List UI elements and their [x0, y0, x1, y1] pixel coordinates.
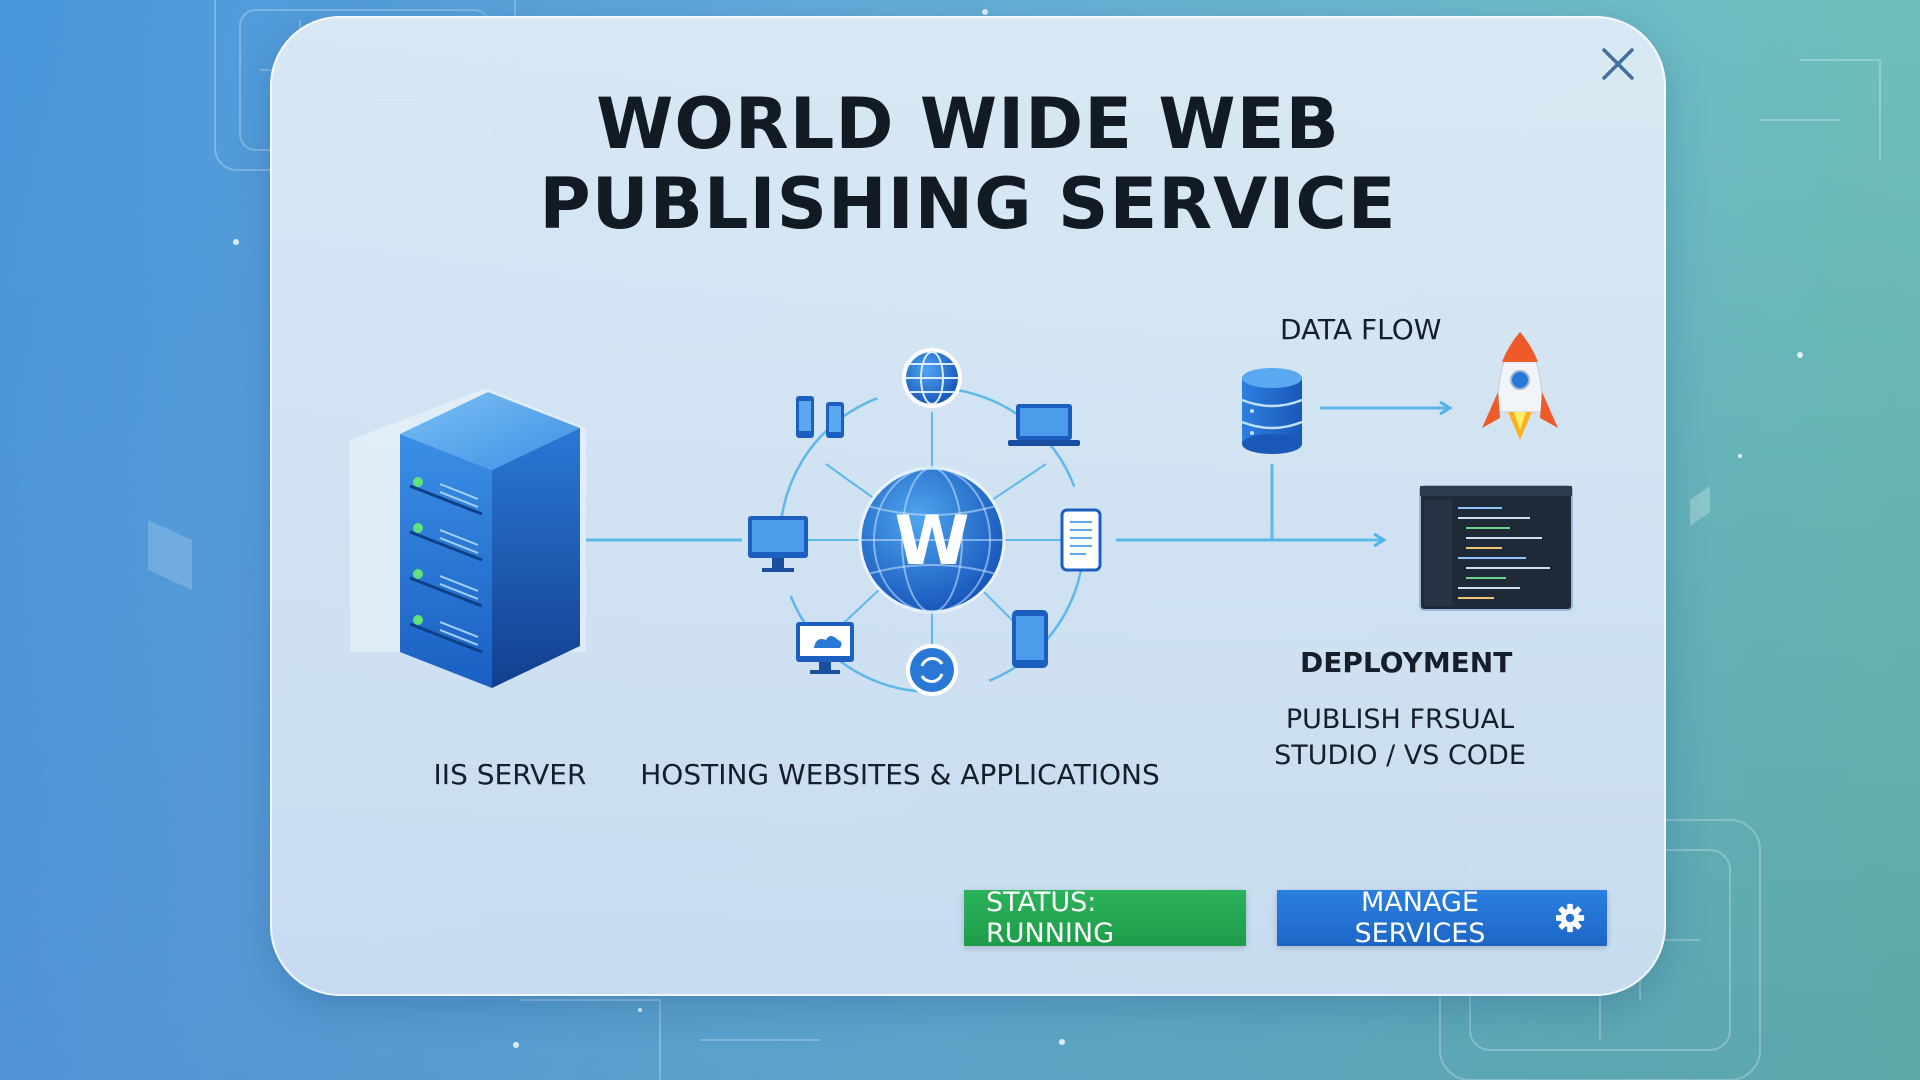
hub-letter: W	[894, 502, 969, 581]
code-editor-icon	[1419, 485, 1573, 611]
publish-line-2: STUDIO / VS CODE	[1274, 740, 1526, 771]
gear-icon	[1555, 903, 1585, 933]
close-icon[interactable]	[1590, 36, 1646, 92]
status-text: STATUS: RUNNING	[986, 887, 1114, 949]
publish-line-1: PUBLISH FRSUAL	[1285, 704, 1515, 735]
service-diagram: W	[350, 331, 1573, 696]
rocket-icon	[1482, 331, 1558, 440]
hub-to-deploy-line	[1116, 464, 1382, 540]
hosting-label: HOSTING WEBSITES & APPLICATIONS	[640, 758, 1160, 791]
title-line-1: WORLD WIDE WEB	[596, 83, 1340, 165]
publish-target-label: PUBLISH FRSUAL STUDIO / VS CODE	[1270, 702, 1530, 774]
service-dialog: WORLD WIDE WEB PUBLISHING SERVICE	[270, 16, 1666, 996]
desktop-monitor-icon	[748, 516, 808, 572]
laptop-icon	[1008, 404, 1080, 446]
database-icon	[1241, 368, 1303, 454]
iis-server-icon	[350, 388, 586, 688]
sync-badge-icon	[906, 644, 958, 696]
dialog-title: WORLD WIDE WEB PUBLISHING SERVICE	[270, 84, 1666, 244]
iis-server-label: IIS SERVER	[433, 758, 587, 791]
status-badge: STATUS: RUNNING	[964, 887, 1246, 949]
tablet-document-icon	[1060, 508, 1102, 572]
globe-icon	[902, 348, 962, 408]
mobile-devices-icon	[796, 396, 844, 438]
title-line-2: PUBLISHING SERVICE	[539, 163, 1397, 245]
cloud-monitor-icon	[796, 622, 854, 674]
smartphone-icon	[1012, 610, 1048, 668]
data-flow-label: DATA FLOW	[1280, 313, 1442, 346]
deployment-label: DEPLOYMENT	[1300, 646, 1513, 679]
www-globe-icon: W	[858, 466, 1006, 614]
manage-services-label: MANAGE SERVICES	[1354, 887, 1486, 949]
manage-services-button[interactable]: MANAGE SERVICES	[1277, 887, 1607, 949]
